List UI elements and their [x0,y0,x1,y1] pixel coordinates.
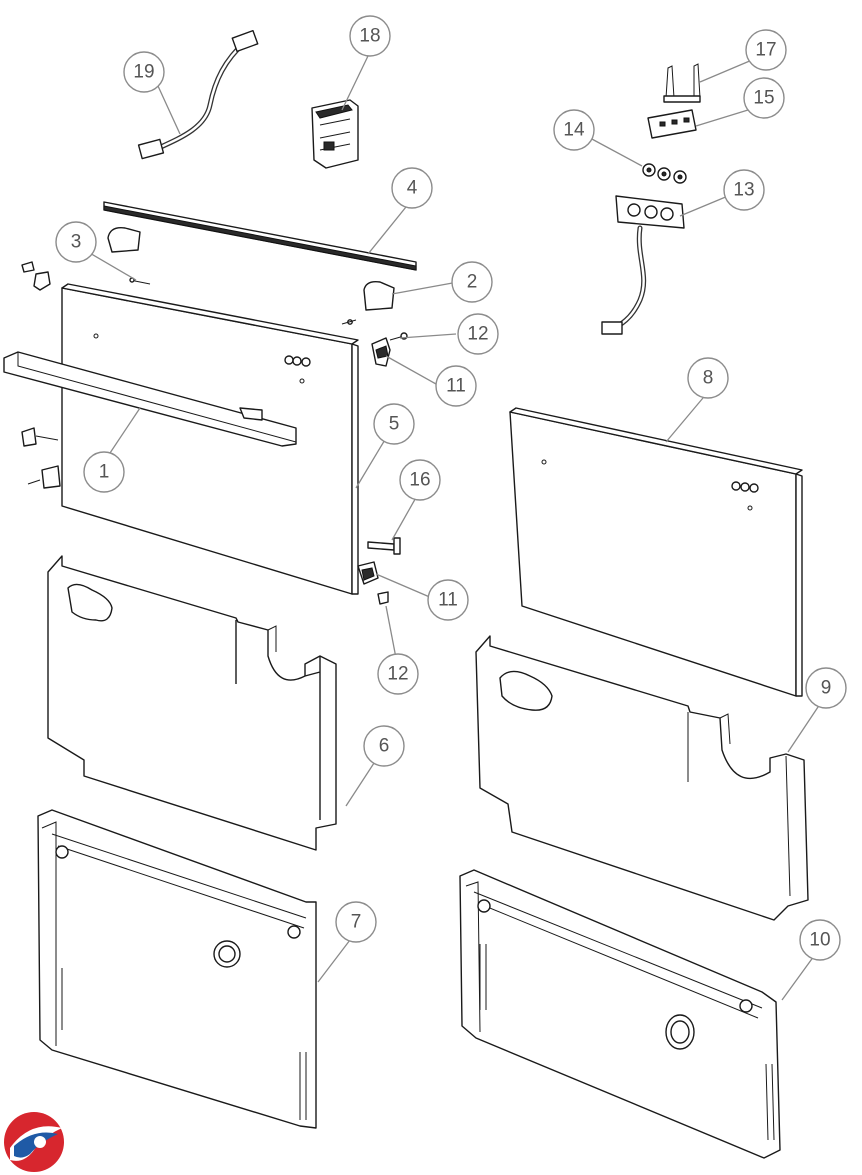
part-11-hinge-upper [371,337,391,367]
callout-7-label: 7 [351,912,362,933]
callout-19-label: 19 [133,62,154,83]
callout-16: 16 [399,459,441,501]
callout-2: 2 [451,261,493,303]
callout-5: 5 [373,403,415,445]
callout-8-label: 8 [703,368,714,389]
part-16-bolt [367,537,401,555]
part-10-frame-right [459,869,781,1159]
part-14-knobs [642,163,687,184]
callout-10: 10 [799,919,841,961]
callout-19: 19 [123,51,165,93]
callout-13-label: 13 [733,180,754,201]
part-19-wire-harness [137,29,259,160]
callout-11-lower: 11 [427,579,469,621]
part-5-outer-door-panel [61,283,359,595]
callout-3: 3 [55,221,97,263]
part-2-end-cap-right [341,280,395,325]
brand-logo [4,1112,64,1172]
callout-10-label: 10 [809,930,830,951]
callout-9-label: 9 [821,678,832,699]
part-4-seal-strip [103,201,417,271]
part-15-circuit-board [647,109,697,139]
part-3-end-cap-left [107,227,151,285]
callout-4-label: 4 [407,178,418,199]
part-7-frame-left [37,809,317,1129]
callout-6-label: 6 [379,736,390,757]
callout-12-lower: 12 [377,653,419,695]
callout-11-upper: 11 [435,365,477,407]
part-8-door-panel-right [509,407,803,697]
part-9-insulation-right [475,635,809,921]
callout-18-label: 18 [359,26,380,47]
callout-11-lower-label: 11 [438,590,458,611]
part-11-hinge-lower [357,561,379,585]
callout-15: 15 [743,77,785,119]
part-6-insulation-left [47,555,337,851]
callout-6: 6 [363,725,405,767]
callout-3-label: 3 [71,232,82,253]
callout-15-label: 15 [753,88,774,109]
callout-4: 4 [391,167,433,209]
part-13-control-panel [601,195,685,335]
callout-18: 18 [349,15,391,57]
callout-12-lower-label: 12 [387,664,408,685]
callout-5-label: 5 [389,414,400,435]
callout-9: 9 [805,667,847,709]
part-12-screw-lower [377,591,389,605]
callout-2-label: 2 [467,272,478,293]
callout-17-label: 17 [755,40,776,61]
left-clips [21,261,51,291]
callout-14-label: 14 [563,120,585,141]
callout-13: 13 [723,169,765,211]
callout-8: 8 [687,357,729,399]
callout-1: 1 [83,451,125,493]
part-17-bracket [663,63,701,103]
part-12-screw-upper [389,332,408,341]
callout-1-label: 1 [99,462,110,483]
callout-17: 17 [745,29,787,71]
callout-12-upper-label: 12 [467,324,488,345]
left-screws [21,427,61,489]
callout-16-label: 16 [409,470,430,491]
callout-11-upper-label: 11 [446,376,466,397]
callout-7: 7 [335,901,377,943]
callout-12-upper: 12 [457,313,499,355]
callout-14: 14 [553,109,595,151]
part-18-control-module [311,99,359,169]
part-1-handle [3,351,297,447]
